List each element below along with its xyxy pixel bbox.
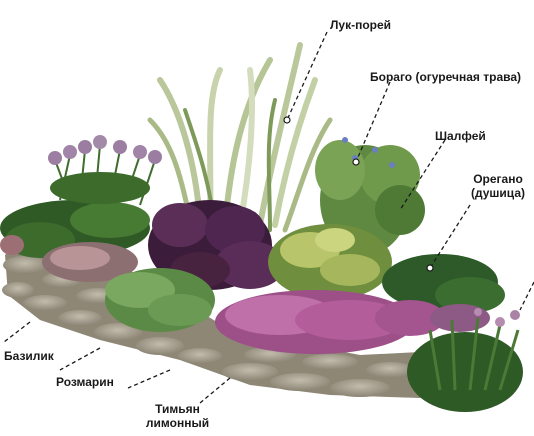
thyme-plant bbox=[215, 290, 490, 354]
rosemary-plant bbox=[105, 268, 215, 332]
purple-basil-plant bbox=[148, 200, 285, 290]
label-sage: Шалфей bbox=[435, 129, 486, 143]
label-oregano-line1: Орегано bbox=[473, 172, 523, 186]
pink-ground-cover bbox=[0, 235, 138, 282]
label-leek: Лук-порей bbox=[330, 18, 392, 32]
label-oregano-line2: (душица) bbox=[470, 186, 525, 200]
leek-plant bbox=[147, 42, 333, 233]
leader-dots bbox=[283, 116, 434, 272]
sage-plant bbox=[268, 224, 392, 300]
chives-plant bbox=[48, 135, 162, 206]
label-thyme-line1: Тимьян bbox=[155, 402, 200, 416]
label-rosemary: Розмарин bbox=[56, 375, 114, 389]
chives-bottom-plant bbox=[407, 308, 523, 412]
label-basil: Базилик bbox=[4, 349, 54, 363]
leader-lines bbox=[3, 31, 534, 404]
label-oregano: Орегано (душица) bbox=[468, 172, 528, 200]
oregano-plant bbox=[382, 254, 505, 313]
label-thyme: Тимьян лимонный bbox=[140, 402, 215, 430]
label-thyme-line2: лимонный bbox=[145, 416, 210, 430]
label-borage: Бораго (огуречная трава) bbox=[370, 70, 522, 84]
